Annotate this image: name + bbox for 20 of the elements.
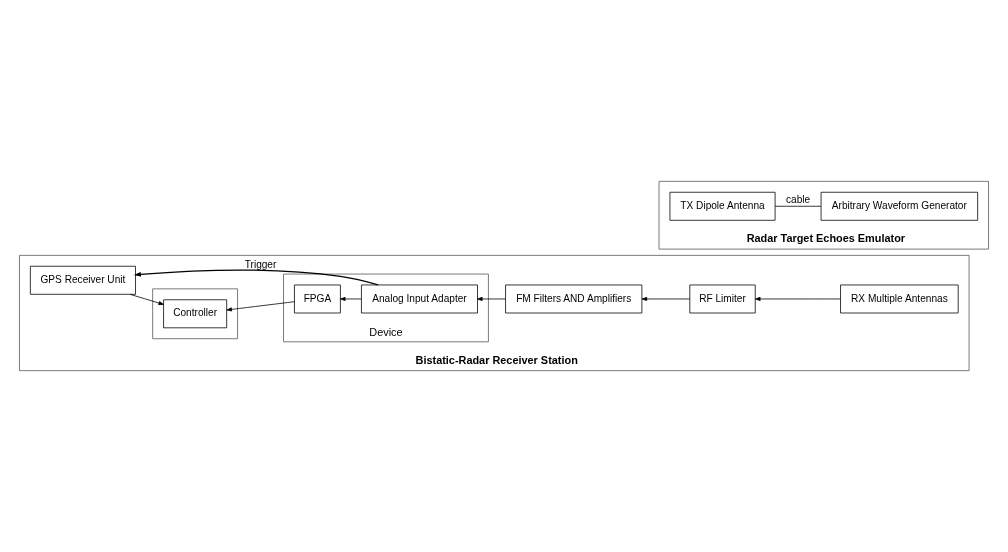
node-box: Controller — [163, 299, 228, 329]
node-box: FM Filters AND Amplifiers — [505, 284, 643, 314]
arrow — [129, 293, 164, 306]
arrow — [226, 301, 295, 312]
arrow — [641, 296, 691, 301]
arrow — [133, 269, 379, 286]
node-box: Arbitrary Waveform Generator — [820, 191, 979, 221]
arrow — [755, 296, 841, 301]
arrow — [477, 296, 506, 301]
edge-label: cable — [786, 194, 811, 206]
node-box: Analog Input Adapter — [361, 284, 478, 314]
node-box: TX Dipole Antenna — [669, 191, 776, 221]
cluster — [152, 288, 238, 340]
node-box: RX Multiple Antennas — [840, 284, 959, 314]
node-box: FPGA — [294, 284, 341, 314]
edge-label: Trigger — [244, 259, 277, 271]
node-box: RF Limiter — [689, 284, 756, 314]
arrow — [340, 296, 362, 301]
connector — [774, 205, 822, 207]
node-box: GPS Receiver Unit — [29, 265, 136, 295]
